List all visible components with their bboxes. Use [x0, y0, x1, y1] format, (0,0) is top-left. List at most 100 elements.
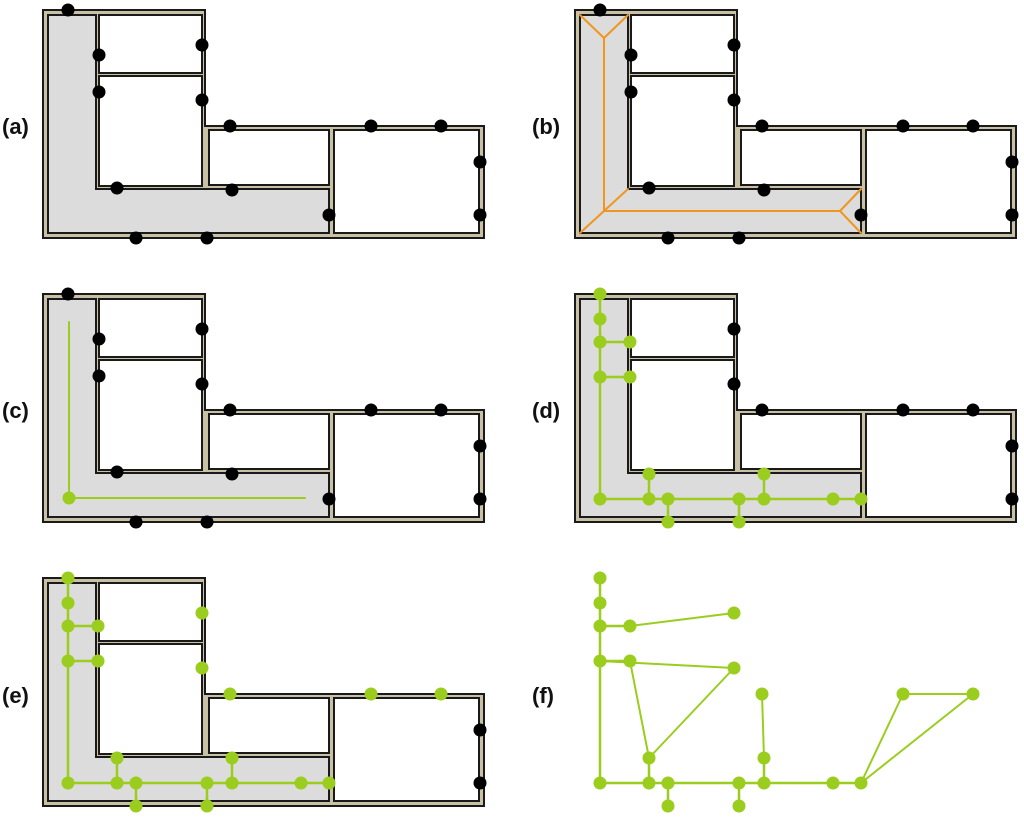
door-point [223, 119, 237, 133]
door-point [1005, 155, 1019, 169]
room-4 [333, 129, 480, 234]
panel-label-b: (b) [532, 114, 560, 139]
room-4 [865, 129, 1012, 234]
door-point [473, 155, 487, 169]
room-1 [98, 298, 203, 358]
door-point [200, 515, 214, 529]
room-door-node [195, 661, 209, 675]
room-3 [208, 413, 330, 470]
room-2 [98, 359, 203, 471]
graph-node [200, 776, 214, 790]
door-point [896, 119, 910, 133]
room-2 [98, 643, 203, 755]
graph-node [661, 492, 675, 506]
door-point [755, 403, 769, 417]
graph-node [61, 654, 75, 668]
graph-node [661, 799, 675, 813]
graph-node [593, 370, 607, 384]
graph-node [91, 654, 105, 668]
graph-node [826, 776, 840, 790]
graph-node [661, 776, 675, 790]
door-point [473, 439, 487, 453]
graph-node [61, 571, 75, 585]
graph-node [61, 596, 75, 610]
door-point [473, 776, 487, 790]
door-point [110, 181, 124, 195]
panel-label-a: (a) [2, 114, 29, 139]
room-1 [630, 14, 735, 74]
room-2 [98, 75, 203, 187]
door-point [593, 3, 607, 17]
graph-node [61, 776, 75, 790]
room-door-node [434, 687, 448, 701]
room-2 [630, 359, 735, 471]
graph-node [757, 467, 771, 481]
door-point [661, 231, 675, 245]
door-point [727, 322, 741, 336]
centerline-node [62, 491, 76, 505]
door-point [854, 208, 868, 222]
graph-node [593, 287, 607, 301]
skeleton-line [603, 14, 629, 39]
graph-node [593, 776, 607, 790]
door-point [364, 403, 378, 417]
panel-e: (e) [2, 571, 487, 813]
graph-node [110, 751, 124, 765]
graph-edge [761, 693, 765, 759]
graph-node [854, 492, 868, 506]
panel-b: (b) [532, 3, 1019, 245]
graph-node [129, 799, 143, 813]
graph-node [593, 619, 607, 633]
room-door-node [364, 687, 378, 701]
door-point [896, 403, 910, 417]
graph-edge [629, 660, 650, 759]
door-point [1005, 492, 1019, 506]
door-point [322, 208, 336, 222]
door-point [757, 183, 771, 197]
skeleton-line [579, 210, 605, 234]
graph-node [91, 619, 105, 633]
graph-node [757, 492, 771, 506]
graph-node [642, 492, 656, 506]
door-point [434, 403, 448, 417]
door-point [200, 231, 214, 245]
skeleton-line [579, 14, 605, 39]
skeleton-line [839, 188, 862, 212]
graph-node [642, 776, 656, 790]
door-point [129, 515, 143, 529]
panel-b-drawing [574, 3, 1019, 245]
door-point [966, 403, 980, 417]
graph-node [61, 619, 75, 633]
room-1 [630, 298, 735, 358]
graph-node [732, 492, 746, 506]
skeleton-line [603, 188, 629, 212]
graph-edge [629, 612, 735, 627]
panel-a: (a) [2, 3, 487, 245]
graph-node [593, 492, 607, 506]
door-point [364, 119, 378, 133]
panel-d-drawing [574, 287, 1019, 529]
door-point [225, 183, 239, 197]
room-3 [208, 129, 330, 186]
door-point [473, 208, 487, 222]
room-node [896, 687, 910, 701]
door-point [92, 85, 106, 99]
door-point [732, 231, 746, 245]
panel-label-d: (d) [532, 398, 560, 423]
door-point [624, 85, 638, 99]
door-point [624, 48, 638, 62]
door-point [1005, 439, 1019, 453]
door-point [195, 377, 209, 391]
door-point [727, 38, 741, 52]
door-point [92, 369, 106, 383]
room-4 [333, 413, 480, 518]
panel-label-c: (c) [2, 398, 29, 423]
graph-node [129, 776, 143, 790]
graph-node [593, 312, 607, 326]
panel-a-drawing [42, 3, 487, 245]
door-point [1005, 208, 1019, 222]
door-point [473, 492, 487, 506]
door-point [223, 403, 237, 417]
graph-node [225, 776, 239, 790]
